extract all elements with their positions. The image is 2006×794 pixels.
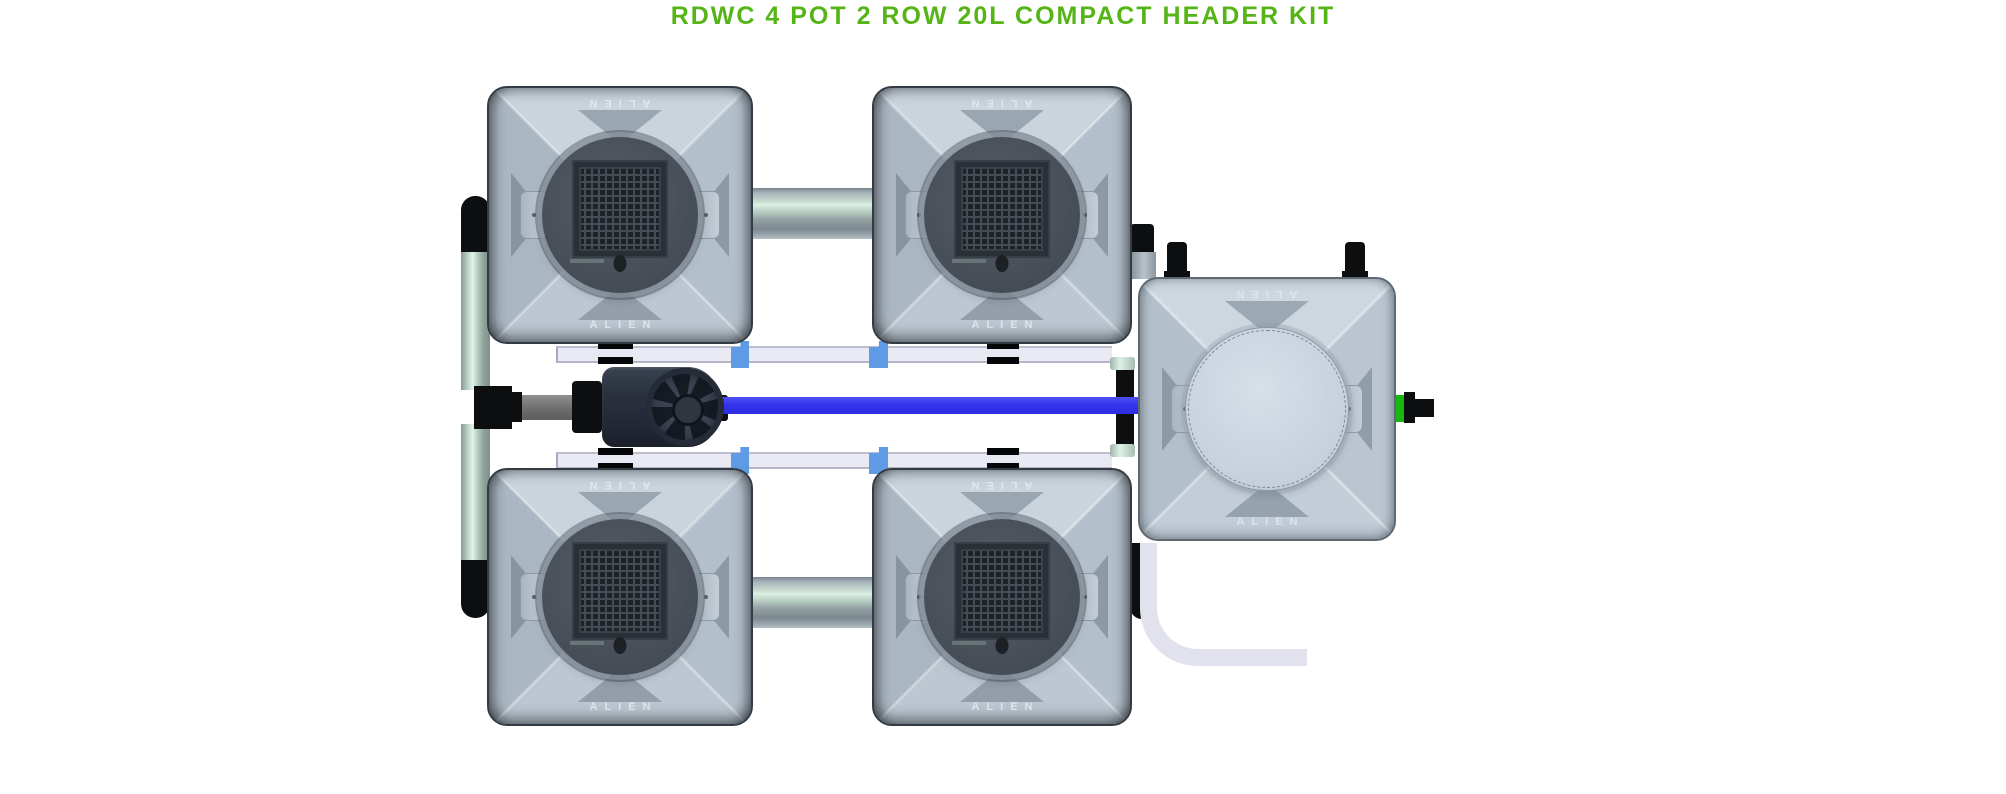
pot-brand-bottom: ALIEN <box>589 319 658 331</box>
pot-lid <box>542 519 698 675</box>
return-pipe-bottom <box>556 452 1112 469</box>
product-title: RDWC 4 POT 2 ROW 20L COMPACT HEADER KIT <box>670 2 1336 30</box>
manifold-pipe-lower <box>461 424 490 560</box>
pot-top-left: ALIEN ALIEN <box>487 86 753 344</box>
elbow-fitting-top-left <box>461 196 490 258</box>
pot-brand-top: ALIEN <box>964 97 1033 109</box>
lid-microtext <box>570 259 604 263</box>
pot-brand-bottom: ALIEN <box>971 319 1040 331</box>
tab-hole <box>704 595 708 599</box>
pipe-clamp <box>598 448 633 470</box>
tank-top-pipe-stub <box>1132 252 1156 279</box>
pump-inlet-stub <box>508 392 522 422</box>
return-pipe-top <box>556 346 1112 363</box>
pot-top-right: ALIEN ALIEN <box>872 86 1132 344</box>
pot-brand-top: ALIEN <box>582 97 651 109</box>
air-inlet-post <box>1342 242 1368 278</box>
tab-hole <box>704 213 708 217</box>
pipe-clamp <box>987 342 1019 364</box>
tank-brand-top: ALIEN <box>1229 288 1298 300</box>
drain-valve-body <box>1404 392 1415 423</box>
drain-valve-handle <box>1396 395 1404 422</box>
net-pot-mesh <box>574 543 666 638</box>
net-pot-mesh <box>956 161 1048 256</box>
inline-valve <box>522 395 572 420</box>
pot-lid <box>924 519 1080 675</box>
lid-microtext <box>952 259 986 263</box>
tab-hole <box>1083 595 1087 599</box>
pipe-clip-blue <box>869 447 888 474</box>
air-inlet-post <box>1164 242 1190 278</box>
pot-bottom-left: ALIEN ALIEN <box>487 468 753 726</box>
net-pot-mesh <box>574 161 666 256</box>
lid-hole <box>613 637 627 654</box>
lid-hole <box>995 637 1009 654</box>
tab-hole <box>532 213 536 217</box>
pipe-clamp <box>598 342 633 364</box>
pipe-clip-blue <box>869 341 888 368</box>
lid-hole <box>613 255 627 272</box>
elbow-fitting-bottom-left <box>461 552 490 618</box>
pipe-collar <box>1110 357 1135 370</box>
pump-impeller <box>646 368 724 446</box>
net-pot-mesh <box>956 543 1048 638</box>
lid-microtext <box>570 641 604 645</box>
pump-coupling <box>572 381 602 433</box>
pot-link-pipe-top <box>745 188 879 239</box>
pot-brand-bottom: ALIEN <box>589 701 658 713</box>
tab-hole <box>917 595 921 599</box>
tank-brand-bottom: ALIEN <box>1236 516 1305 528</box>
pot-lid <box>542 137 698 293</box>
tank-top-elbow <box>1130 224 1154 254</box>
pipe-clip-blue <box>731 447 749 474</box>
tab-hole <box>1083 213 1087 217</box>
drain-valve-stub <box>1415 399 1434 417</box>
pot-brand-top: ALIEN <box>582 479 651 491</box>
blue-supply-pipe <box>718 397 1142 414</box>
pot-bottom-right: ALIEN ALIEN <box>872 468 1132 726</box>
tee-fitting <box>474 386 512 429</box>
header-tank: ALIEN ALIEN <box>1138 277 1396 541</box>
tab-hole <box>1347 407 1351 411</box>
header-tank-lid <box>1185 327 1349 491</box>
lid-microtext <box>952 641 986 645</box>
manifold-pipe-upper <box>461 252 490 390</box>
pot-link-pipe-bottom <box>745 577 879 628</box>
lid-hole <box>995 255 1009 272</box>
pot-lid <box>924 137 1080 293</box>
pot-brand-bottom: ALIEN <box>971 701 1040 713</box>
tab-hole <box>532 595 536 599</box>
pipe-clamp <box>987 448 1019 470</box>
water-pump <box>602 367 724 447</box>
tab-hole <box>917 213 921 217</box>
overflow-hose <box>1140 543 1307 666</box>
pipe-clip-blue <box>731 341 749 368</box>
pot-brand-top: ALIEN <box>964 479 1033 491</box>
pipe-collar <box>1110 444 1135 457</box>
